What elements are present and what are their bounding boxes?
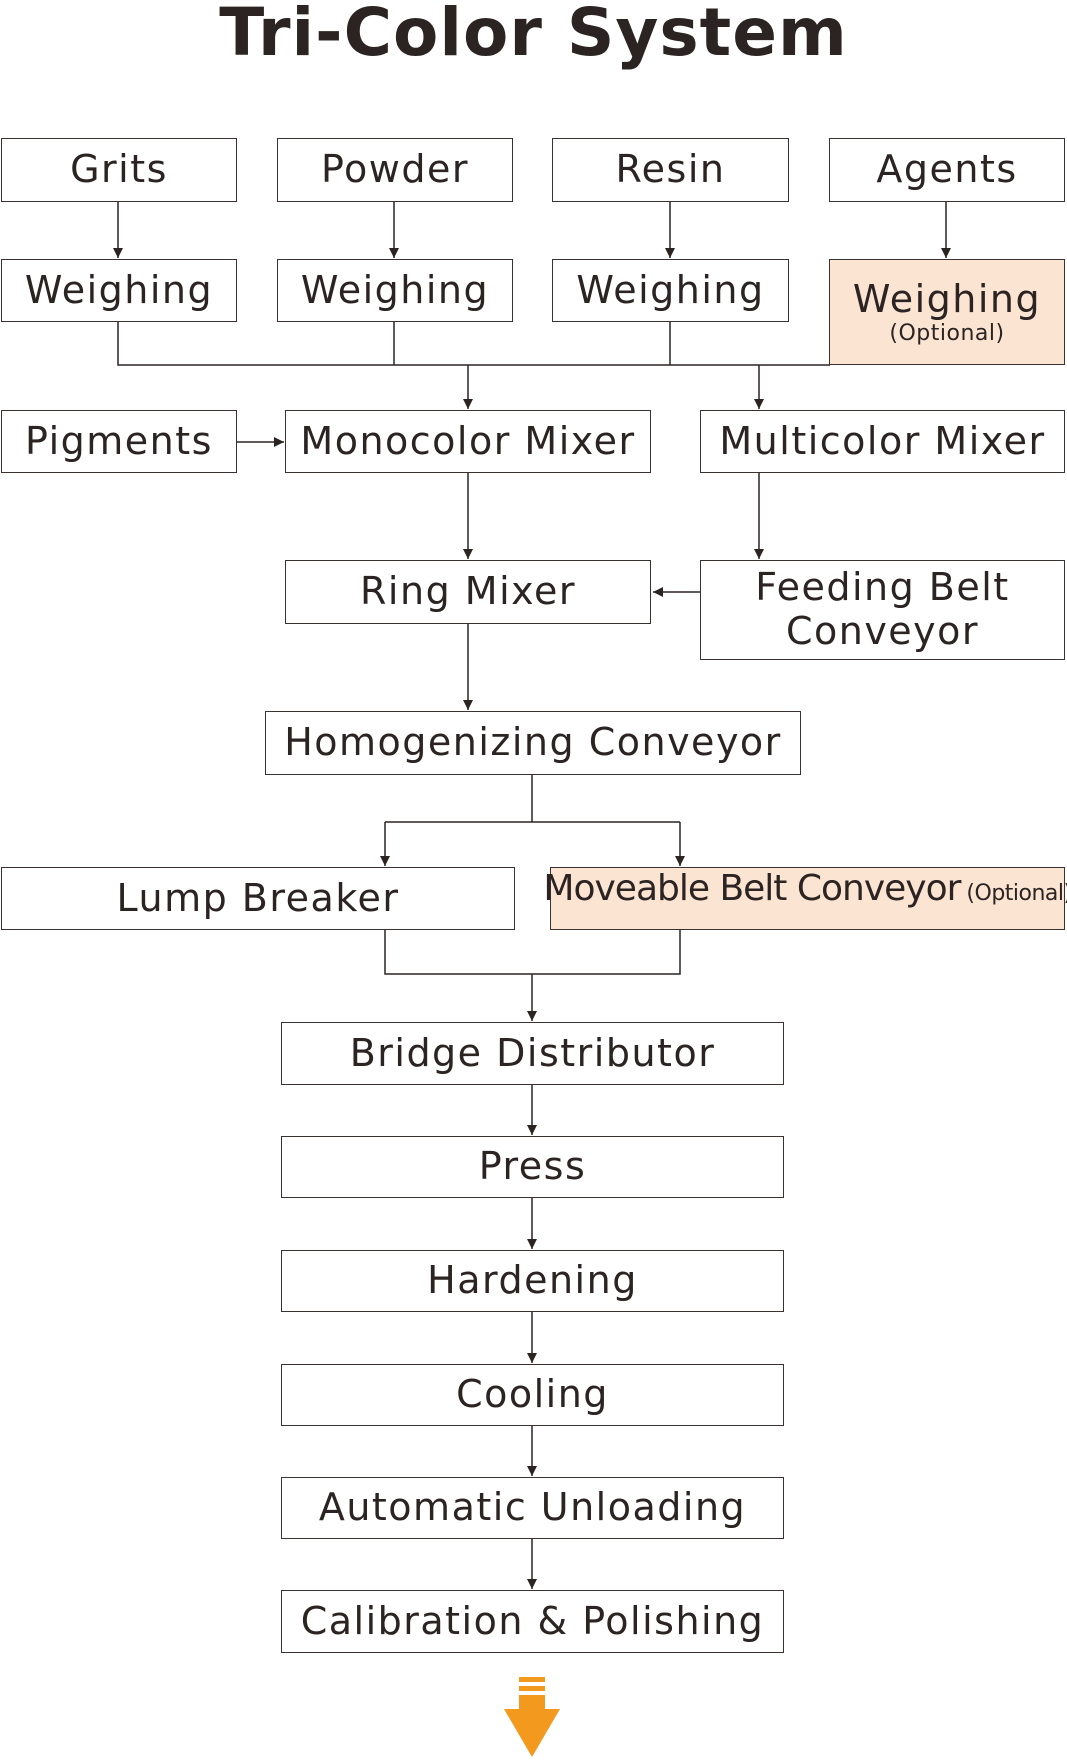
moveable-belt-conveyor-label: Moveable Belt Conveyor [543, 868, 961, 909]
multicolor-mixer-label: Multicolor Mixer [719, 418, 1046, 463]
pigments-label: Pigments [25, 418, 213, 463]
bridge-distributor-box: Bridge Distributor [281, 1022, 784, 1085]
ring-mixer-label: Ring Mixer [360, 569, 576, 614]
hardening-label: Hardening [427, 1258, 638, 1303]
moveable-belt-conveyor-box: Moveable Belt Conveyor (Optional) [543, 867, 1067, 930]
hardening-box: Hardening [281, 1250, 784, 1312]
feeding-belt-conveyor-box: Feeding Belt Conveyor [700, 560, 1065, 660]
feeding-belt-conveyor-line2: Conveyor [785, 609, 980, 653]
weighing-resin-label: Weighing [576, 267, 765, 312]
calibration-polishing-box: Calibration & Polishing [281, 1590, 784, 1653]
optional-note: (Optional) [966, 881, 1067, 906]
monocolor-mixer-box: Monocolor Mixer [285, 410, 651, 473]
weighing-agents-box: Weighing (Optional) [829, 259, 1065, 365]
agents-label: Agents [876, 147, 1018, 192]
ring-mixer-box: Ring Mixer [285, 560, 651, 624]
optional-note: (Optional) [889, 320, 1005, 346]
collector-weighing [117, 321, 830, 366]
lump-breaker-label: Lump Breaker [116, 875, 400, 920]
automatic-unloading-label: Automatic Unloading [318, 1485, 747, 1530]
homogenizing-conveyor-label: Homogenizing Conveyor [284, 720, 782, 765]
diagram-title: Tri-Color System [219, 0, 848, 71]
powder-box: Powder [277, 138, 513, 202]
bridge-distributor-label: Bridge Distributor [349, 1030, 716, 1075]
multicolor-mixer-box: Multicolor Mixer [700, 410, 1065, 473]
automatic-unloading-box: Automatic Unloading [281, 1477, 784, 1539]
resin-label: Resin [615, 147, 726, 192]
press-box: Press [281, 1136, 784, 1198]
cooling-label: Cooling [456, 1372, 609, 1417]
powder-label: Powder [320, 147, 469, 192]
grits-label: Grits [70, 147, 168, 192]
grits-box: Grits [1, 138, 237, 202]
calibration-polishing-label: Calibration & Polishing [300, 1598, 765, 1643]
lump-breaker-box: Lump Breaker [1, 867, 515, 930]
agents-box: Agents [829, 138, 1065, 202]
weighing-powder-label: Weighing [300, 267, 490, 312]
weighing-agents-label: Weighing [852, 277, 1042, 322]
cooling-box: Cooling [281, 1364, 784, 1426]
pigments-box: Pigments [1, 410, 237, 473]
weighing-powder-box: Weighing [277, 259, 513, 322]
resin-box: Resin [552, 138, 789, 202]
weighing-resin-box: Weighing [552, 259, 789, 322]
down-arrow-icon [504, 1677, 560, 1757]
weighing-grits-box: Weighing [1, 259, 237, 322]
weighing-grits-label: Weighing [24, 267, 214, 312]
press-label: Press [478, 1144, 587, 1189]
monocolor-mixer-label: Monocolor Mixer [300, 418, 636, 463]
split-line [385, 775, 680, 823]
homogenizing-conveyor-box: Homogenizing Conveyor [265, 711, 801, 775]
merge-line [384, 930, 681, 975]
feeding-belt-conveyor-line1: Feeding Belt [755, 565, 1010, 610]
